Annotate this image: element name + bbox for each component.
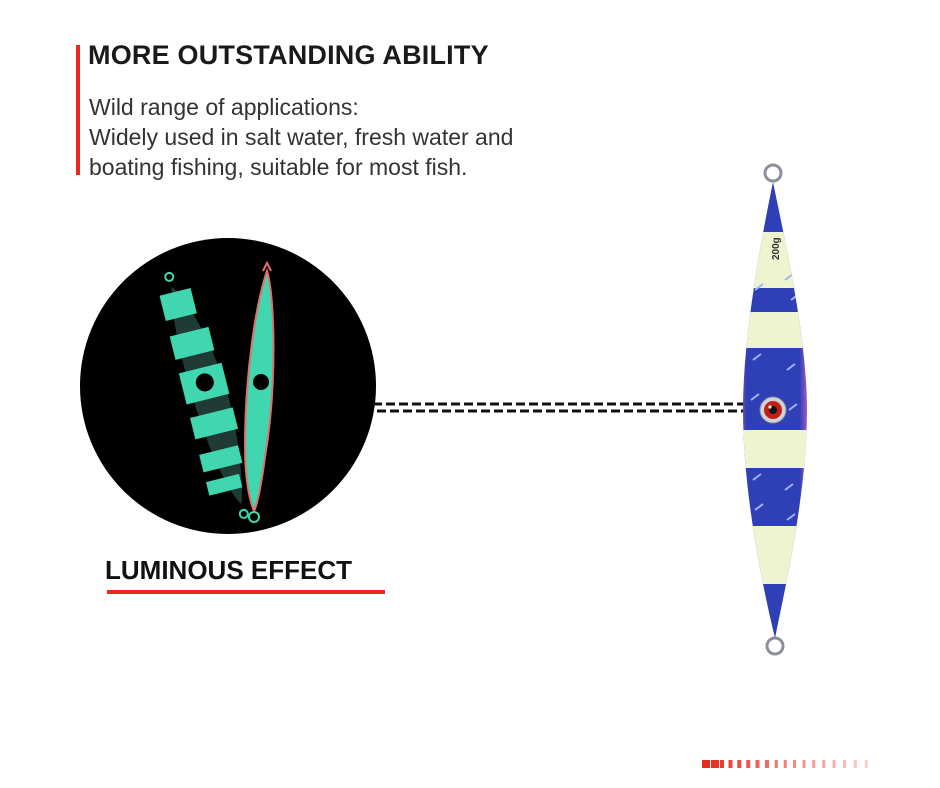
- jig-lure-image: 200g: [743, 163, 807, 656]
- dash-segment: [711, 760, 719, 768]
- dashed-connector: [373, 402, 753, 413]
- dash-segment: [853, 760, 857, 768]
- dash-segment: [864, 760, 868, 768]
- description-line-3: boating fishing, suitable for most fish.: [89, 154, 468, 180]
- dash-segment: [774, 760, 778, 768]
- luminous-effect-label: LUMINOUS EFFECT: [105, 555, 352, 585]
- section-description: Wild range of applications: Widely used …: [89, 92, 513, 182]
- glow-lure-solid: [243, 260, 275, 523]
- dash-segment: [737, 760, 742, 768]
- dash-segment: [812, 760, 816, 768]
- glow-lure-striped: [159, 271, 249, 519]
- dash-segment: [783, 760, 787, 768]
- dash-segment: [832, 760, 836, 768]
- luminous-underline: [107, 590, 385, 594]
- dash-segment: [755, 760, 760, 768]
- dash-segment: [702, 760, 710, 768]
- luminous-inset-image: [80, 238, 376, 534]
- lure-weight-label: 200g: [771, 237, 782, 260]
- dash-segment: [802, 760, 806, 768]
- dash-segment: [822, 760, 826, 768]
- accent-bar: [76, 45, 80, 175]
- dash-segment: [793, 760, 796, 768]
- description-line-2: Widely used in salt water, fresh water a…: [89, 124, 514, 150]
- dash-decoration: [702, 760, 868, 768]
- dash-segment: [765, 760, 769, 768]
- description-line-1: Wild range of applications:: [89, 94, 359, 120]
- dash-segment: [746, 760, 751, 768]
- dash-segment: [728, 760, 733, 768]
- section-title: MORE OUTSTANDING ABILITY: [88, 40, 489, 70]
- dash-segment: [720, 760, 724, 768]
- dash-segment: [843, 760, 846, 768]
